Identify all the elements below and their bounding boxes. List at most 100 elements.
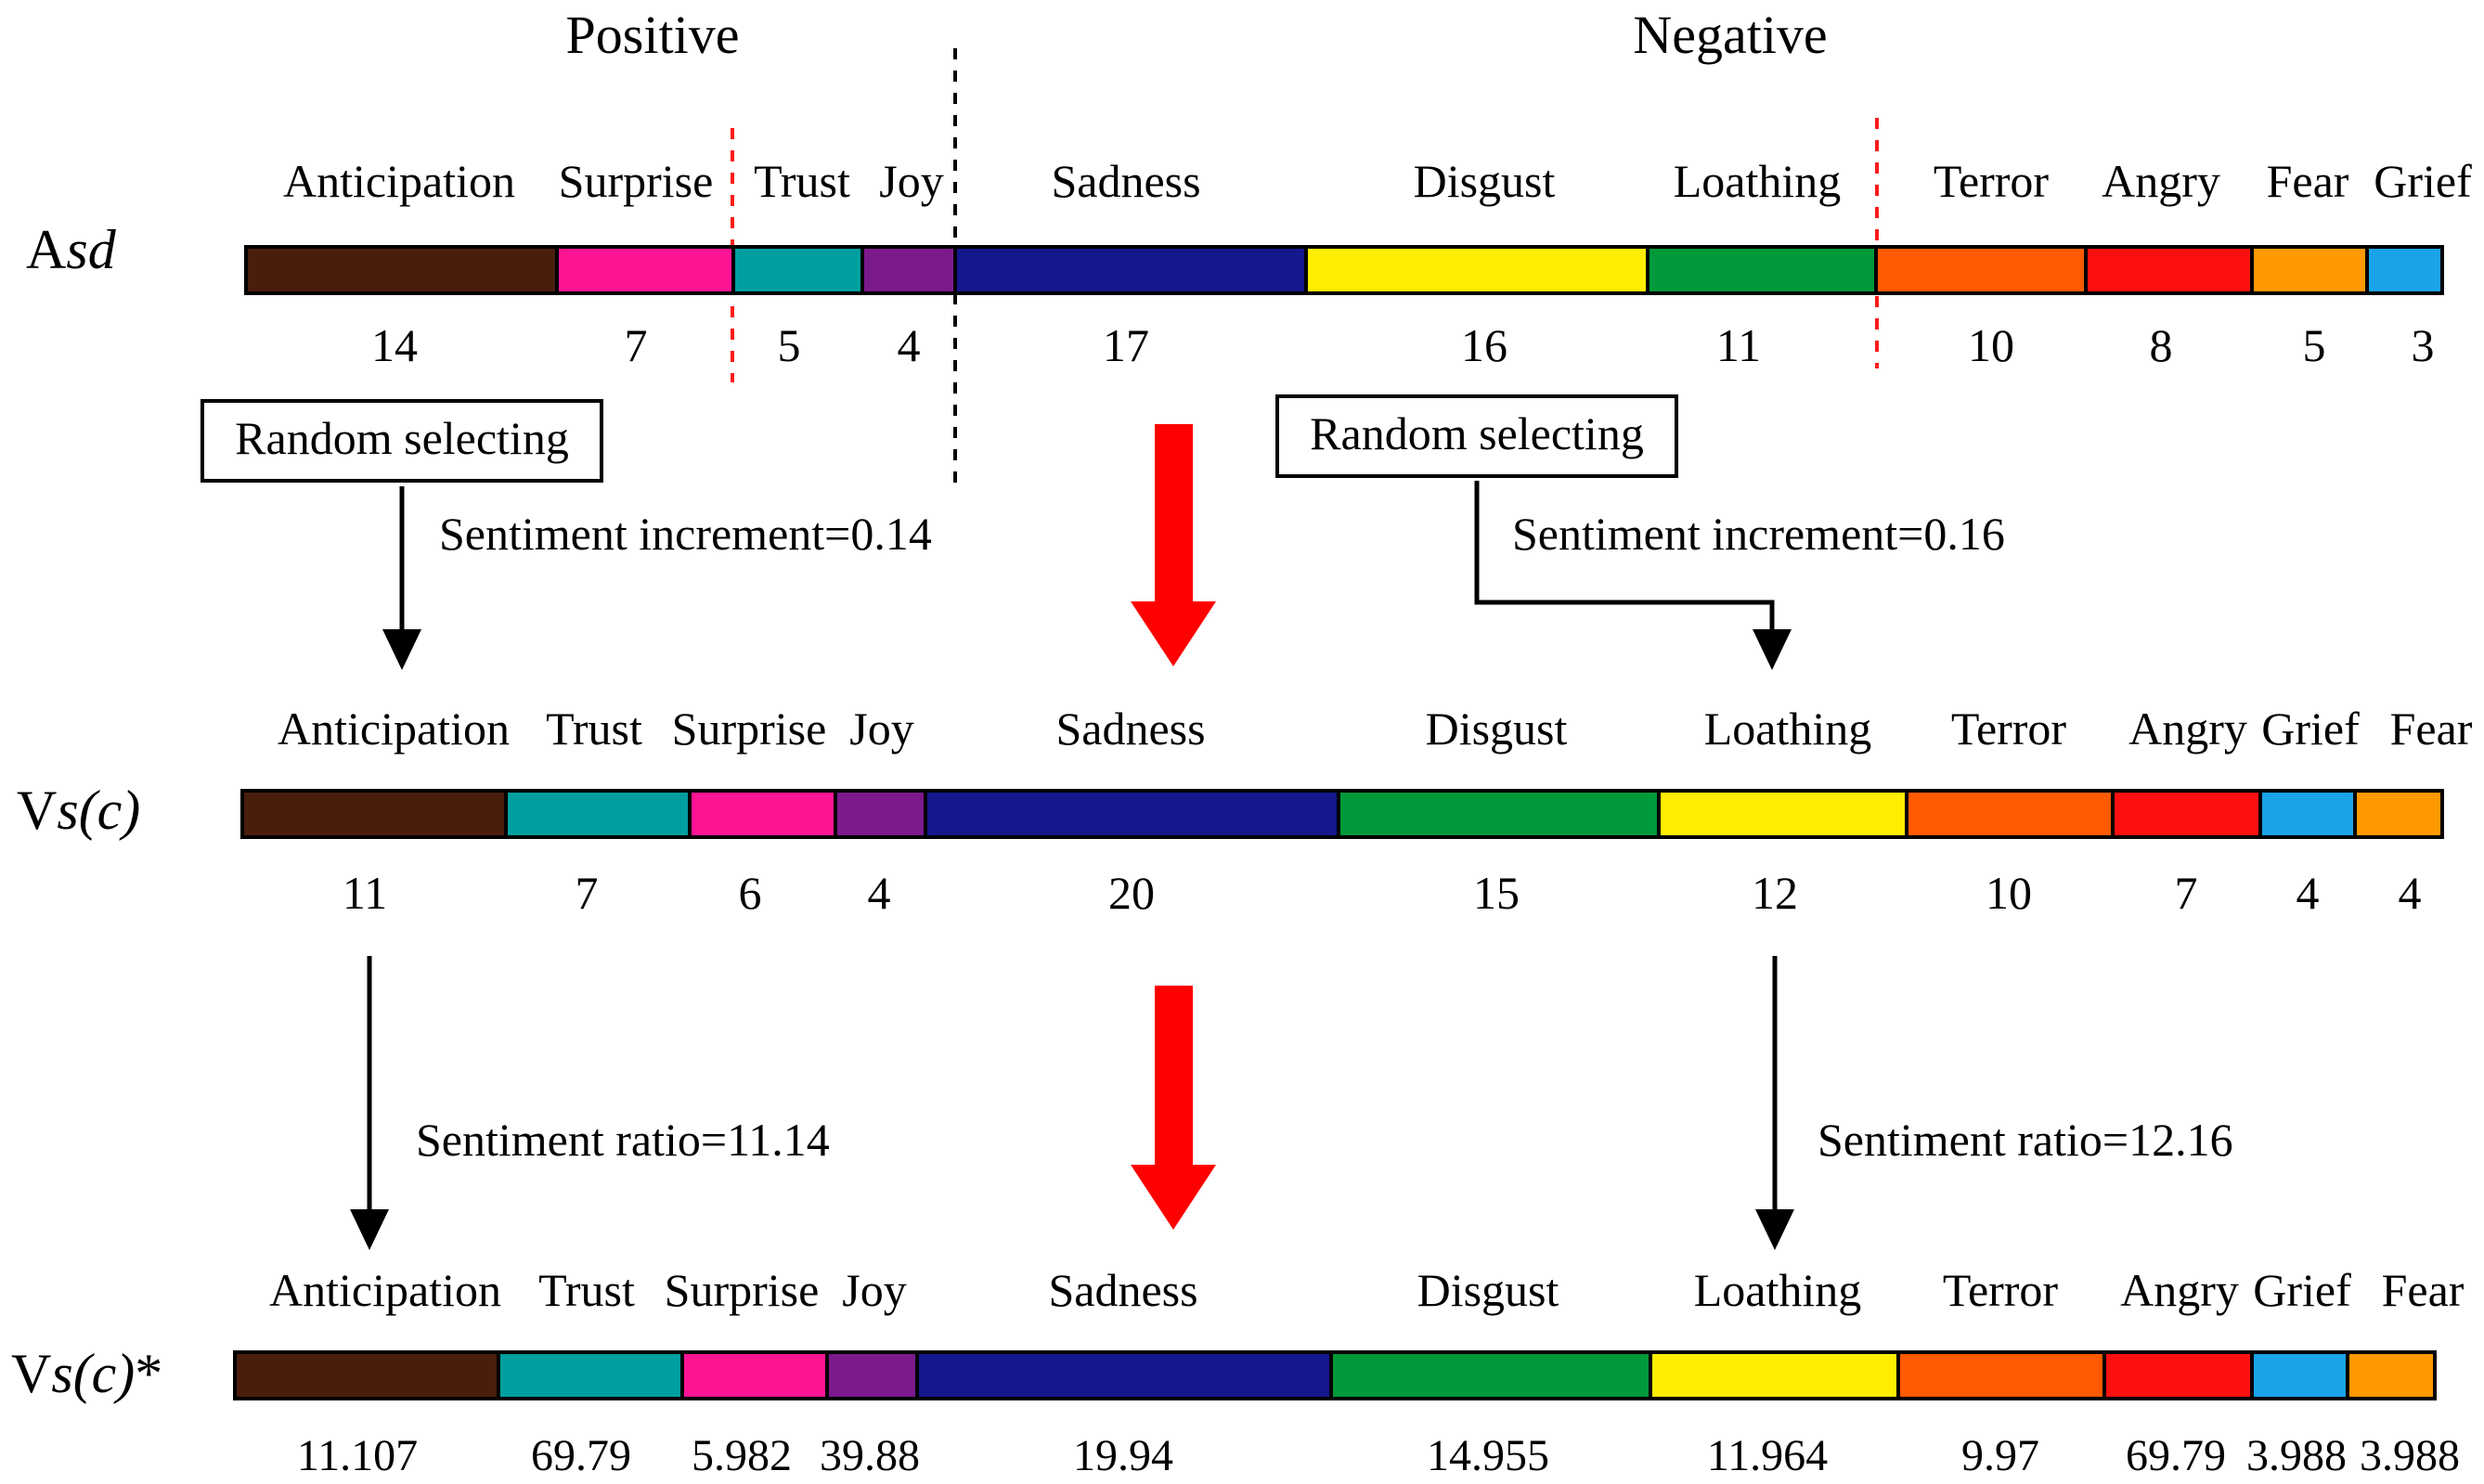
- segment-value: 10: [1986, 867, 2032, 919]
- arrow-right-select: [1474, 481, 1792, 670]
- segment-sadness: [953, 245, 1308, 295]
- sentiment-ratio-left: Sentiment ratio=11.14: [416, 1114, 830, 1166]
- segment-joy: [860, 245, 957, 295]
- segment-angry: [2102, 1350, 2254, 1400]
- segment-sadness: [924, 789, 1340, 839]
- sentiment-increment-left: Sentiment increment=0.14: [439, 508, 932, 560]
- random-selecting-box-right: [1275, 394, 1678, 478]
- segment-value: 4: [2399, 867, 2422, 919]
- segment-name: Surprise: [559, 155, 714, 207]
- segment-value: 4: [868, 867, 891, 919]
- segment-anticipation: [233, 1350, 500, 1400]
- segment-name: Anticipation: [278, 703, 510, 755]
- segment-joy: [834, 789, 927, 839]
- segment-name: Disgust: [1414, 155, 1556, 207]
- segment-fear: [2346, 1350, 2437, 1400]
- segment-disgust: [1304, 245, 1650, 295]
- segment-value: 14: [371, 319, 418, 371]
- arrow-left-select: [382, 486, 421, 670]
- segment-value: 12: [1752, 867, 1798, 919]
- segment-terror: [1905, 789, 2115, 839]
- segment-name: Sadness: [1048, 1264, 1197, 1316]
- random-selecting-label-left: Random selecting: [235, 412, 569, 464]
- segment-name: Grief: [2374, 155, 2472, 207]
- segment-value: 3: [2412, 319, 2435, 371]
- segment-value: 39.88: [820, 1431, 920, 1480]
- segment-value: 20: [1108, 867, 1155, 919]
- segment-grief: [2258, 789, 2357, 839]
- segment-trust: [504, 789, 692, 839]
- segment-loathing: [1657, 789, 1908, 839]
- segment-angry: [2084, 245, 2254, 295]
- segment-name: Sadness: [1051, 155, 1200, 207]
- segment-grief: [2250, 1350, 2349, 1400]
- segment-name: Anticipation: [283, 155, 515, 207]
- segment-name: Angry: [2128, 703, 2247, 755]
- segment-anticipation: [240, 789, 508, 839]
- segment-name: Trust: [538, 1264, 635, 1316]
- segment-name: Joy: [879, 155, 943, 207]
- segment-surprise: [680, 1350, 829, 1400]
- segment-terror: [1896, 1350, 2106, 1400]
- segment-name: Loathing: [1704, 703, 1872, 755]
- row-vsc-names: Anticipation Trust Surprise Joy Sadness …: [278, 703, 2473, 755]
- segment-name: Surprise: [665, 1264, 820, 1316]
- segment-terror: [1874, 245, 2088, 295]
- segment-value: 6: [739, 867, 762, 919]
- segment-loathing: [1646, 245, 1878, 295]
- segment-value: 10: [1968, 319, 2014, 371]
- segment-name: Surprise: [672, 703, 827, 755]
- segment-fear: [2250, 245, 2369, 295]
- bar-vsc: [240, 789, 2444, 839]
- segment-name: Fear: [2382, 1264, 2465, 1316]
- segment-value: 3.988: [2360, 1431, 2460, 1480]
- segment-name: Sadness: [1055, 703, 1205, 755]
- segment-name: Anticipation: [269, 1264, 501, 1316]
- segment-name: Angry: [2102, 155, 2220, 207]
- positive-header: Positive: [566, 5, 740, 65]
- segment-value: 11: [1716, 319, 1761, 371]
- segment-name: Joy: [849, 703, 913, 755]
- segment-name: Fear: [2390, 703, 2473, 755]
- segment-name: Trust: [754, 155, 850, 207]
- random-selecting-box-left: [201, 399, 603, 483]
- segment-value: 3.988: [2246, 1431, 2347, 1480]
- segment-value: 5: [2303, 319, 2326, 371]
- red-down-arrow-1: [1131, 424, 1216, 666]
- segment-name: Trust: [546, 703, 642, 755]
- segment-name: Loathing: [1674, 155, 1842, 207]
- segment-anticipation: [244, 245, 559, 295]
- row-vsc-values: 11 7 6 4 20 15 12 10 7 4 4: [343, 867, 2422, 919]
- segment-name: Terror: [1943, 1264, 2059, 1316]
- arrow-right-ratio: [1755, 956, 1794, 1250]
- segment-name: Terror: [1951, 703, 2067, 755]
- segment-disgust: [1337, 789, 1661, 839]
- segment-loathing: [1649, 1350, 1900, 1400]
- segment-name: Disgust: [1426, 703, 1568, 755]
- row-asd-names: Anticipation Surprise Trust Joy Sadness …: [283, 155, 2472, 207]
- row-label-vsc: Vs(c): [17, 780, 140, 841]
- segment-sadness: [915, 1350, 1333, 1400]
- segment-fear: [2353, 789, 2444, 839]
- segment-surprise: [555, 245, 735, 295]
- segment-name: Angry: [2120, 1264, 2239, 1316]
- segment-value: 16: [1461, 319, 1507, 371]
- segment-value: 5.982: [692, 1431, 792, 1480]
- segment-name: Grief: [2261, 703, 2360, 755]
- segment-value: 4: [898, 319, 921, 371]
- negative-header: Negative: [1633, 5, 1827, 65]
- segment-name: Fear: [2267, 155, 2349, 207]
- red-down-arrow-2: [1131, 986, 1216, 1230]
- segment-surprise: [688, 789, 837, 839]
- bar-asd: [244, 245, 2444, 295]
- segment-value: 9.97: [1961, 1431, 2039, 1480]
- segment-angry: [2111, 789, 2262, 839]
- sentiment-increment-right: Sentiment increment=0.16: [1512, 508, 2005, 560]
- segment-value: 8: [2150, 319, 2173, 371]
- segment-value: 69.79: [2126, 1431, 2226, 1480]
- row-vsc-star-values: 11.107 69.79 5.982 39.88 19.94 14.955 11…: [297, 1431, 2460, 1480]
- segment-value: 11.964: [1707, 1431, 1828, 1480]
- segment-name: Terror: [1934, 155, 2050, 207]
- segment-trust: [497, 1350, 684, 1400]
